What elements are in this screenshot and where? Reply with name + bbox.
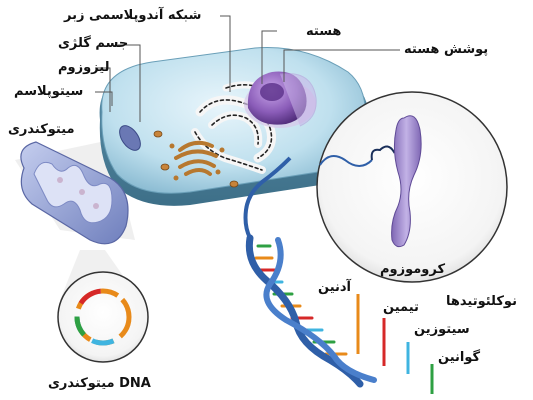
label-nucleotides: نوکلئوتیدها: [446, 294, 517, 309]
label-nuclear-envelope: پوشش هسته: [404, 42, 489, 57]
label-lysosome: لیزوزوم: [58, 60, 110, 75]
dna-strand-upper: [243, 156, 292, 239]
label-cytosine: سیتوزین: [414, 322, 470, 337]
chromosome-zoom-circle: [316, 91, 508, 283]
label-mitochondrial-dna: DNA میتوکندری: [48, 376, 151, 391]
mitochondrion-enlarged: [20, 141, 129, 245]
label-golgi-body: جسم گلژی: [58, 36, 129, 51]
label-adenine: آدنین: [318, 280, 352, 295]
leader-lines: [95, 15, 400, 122]
label-chromosome: کروموزوم: [380, 262, 446, 277]
nucleotide-bars: [356, 294, 434, 394]
mtdna-zoom-circle: [57, 271, 149, 363]
golgi-vesicles: [169, 143, 225, 181]
dna-helix: [245, 234, 377, 388]
nucleus: [244, 71, 317, 128]
label-nucleus: هسته: [306, 24, 342, 39]
golgi-body: [174, 140, 218, 176]
label-thymine: تیمین: [383, 300, 419, 315]
label-mitochondrion: میتوکندری: [8, 122, 75, 137]
lysosome: [153, 130, 239, 188]
cell-mitochondrion: [119, 125, 141, 151]
label-guanine: گوانین: [438, 350, 481, 365]
label-rough-er: شبکه آندوپلاسمی زبر: [64, 8, 202, 23]
label-cytoplasm: سیتوپلاسم: [14, 84, 84, 99]
